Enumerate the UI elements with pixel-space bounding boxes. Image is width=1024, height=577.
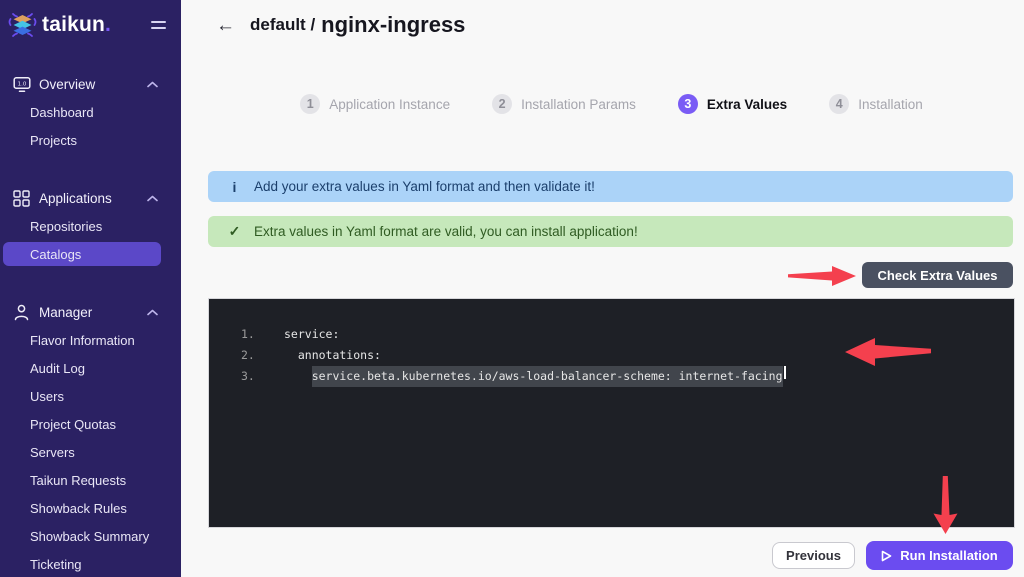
run-installation-button[interactable]: Run Installation — [866, 541, 1013, 570]
sidebar-item-label: Audit Log — [30, 360, 85, 376]
chevron-up-icon — [147, 195, 158, 202]
code-line: 1. service: — [209, 324, 1014, 345]
sidebar-item-projects[interactable]: Projects — [0, 126, 181, 154]
svg-text:1.0: 1.0 — [17, 81, 26, 87]
code-text: service.beta.kubernetes.io/aws-load-bala… — [311, 366, 783, 387]
sidebar-item-label: Flavor Information — [30, 332, 135, 348]
step-label: Installation — [858, 96, 923, 112]
step-label: Extra Values — [706, 96, 788, 112]
sidebar-item-label: Showback Summary — [30, 528, 150, 544]
check-extra-values-button[interactable]: Check Extra Values — [862, 262, 1013, 288]
sidebar-item-showback-rules[interactable]: Showback Rules — [0, 494, 181, 522]
logo-wordmark: taikun. — [42, 12, 112, 36]
breadcrumb: default / — [250, 15, 316, 34]
sidebar-item-project-quotas[interactable]: Project Quotas — [0, 410, 181, 438]
step-label: Installation Params — [521, 96, 636, 112]
wizard-step-1[interactable]: 1 Application Instance — [300, 94, 450, 114]
success-alert: ✓ Extra values in Yaml format are valid,… — [208, 216, 1013, 247]
sidebar-item-catalogs[interactable]: Catalogs — [0, 240, 181, 268]
sidebar-item-label: Taikun Requests — [30, 472, 127, 488]
sidebar-item-repositories[interactable]: Repositories — [0, 212, 181, 240]
back-arrow-icon[interactable]: ← — [216, 14, 235, 36]
line-number: 3. — [241, 369, 255, 383]
play-icon — [881, 550, 892, 562]
line-number: 1. — [241, 327, 255, 341]
wizard-step-2[interactable]: 2 Installation Params — [492, 94, 636, 114]
sidebar-item-servers[interactable]: Servers — [0, 438, 181, 466]
code-text: annotations: — [297, 348, 381, 362]
previous-button[interactable]: Previous — [772, 542, 855, 569]
step-label: Application Instance — [329, 96, 451, 112]
sidebar-item-label: Ticketing — [30, 556, 82, 572]
sidebar-item-dashboard[interactable]: Dashboard — [0, 98, 181, 126]
code-line: 3. service.beta.kubernetes.io/aws-load-ba… — [209, 366, 1014, 387]
success-alert-text: Extra values in Yaml format are valid, y… — [254, 224, 638, 239]
sidebar-section-header[interactable]: Applications — [0, 184, 181, 212]
info-alert: i Add your extra values in Yaml format a… — [208, 171, 1013, 202]
page-title: nginx-ingress — [321, 12, 466, 37]
sidebar-item-label: Repositories — [30, 218, 103, 234]
chevron-up-icon — [147, 81, 158, 88]
code-line: 2. annotations: — [209, 345, 1014, 366]
sidebar-item-ticketing[interactable]: Ticketing — [0, 550, 181, 577]
manager-icon — [12, 304, 31, 321]
step-number-badge: 3 — [677, 94, 698, 114]
sidebar-item-label: Showback Rules — [30, 500, 127, 516]
sidebar-item-audit-log[interactable]: Audit Log — [0, 354, 181, 382]
sidebar-section-header[interactable]: Manager — [0, 298, 181, 326]
sidebar-section-header[interactable]: 1.0 Overview — [0, 70, 181, 98]
wizard-step-4[interactable]: 4 Installation — [829, 94, 923, 114]
sidebar-item-users[interactable]: Users — [0, 382, 181, 410]
sidebar-item-label: Users — [30, 388, 64, 404]
code-text: service: — [284, 327, 340, 341]
sidebar-item-label: Catalogs — [30, 246, 82, 262]
wizard-step-3[interactable]: 3 Extra Values — [677, 94, 788, 114]
sidebar-section-label: Manager — [39, 304, 93, 320]
sidebar-item-showback-summary[interactable]: Showback Summary — [0, 522, 181, 550]
step-number-badge: 4 — [829, 94, 850, 114]
page-header: ← default / nginx-ingress — [216, 12, 465, 38]
sidebar-item-flavor-information[interactable]: Flavor Information — [0, 326, 181, 354]
applications-icon — [12, 189, 31, 207]
hamburger-icon[interactable] — [151, 17, 166, 33]
info-icon: i — [232, 178, 237, 195]
chevron-up-icon — [147, 309, 158, 316]
step-number-badge: 1 — [300, 94, 321, 114]
wizard-stepper: 1 Application Instance 2 Installation Param… — [208, 94, 1015, 114]
taikun-layers-icon — [8, 11, 37, 39]
yaml-editor[interactable]: 1. service: 2. annotations: 3. service.beta.k… — [208, 298, 1015, 528]
step-number-badge: 2 — [492, 94, 513, 114]
overview-icon: 1.0 — [12, 76, 31, 93]
text-cursor — [783, 366, 786, 379]
sidebar-item-label: Dashboard — [30, 104, 94, 120]
annotation-arrow-right-icon — [788, 265, 856, 292]
line-number: 2. — [241, 348, 255, 362]
check-icon: ✓ — [228, 223, 241, 239]
sidebar-item-taikun-requests[interactable]: Taikun Requests — [0, 466, 181, 494]
sidebar-item-label: Project Quotas — [30, 416, 116, 432]
info-alert-text: Add your extra values in Yaml format and… — [254, 179, 595, 194]
sidebar-item-label: Servers — [30, 444, 75, 460]
logo-row: taikun. — [0, 0, 181, 40]
sidebar-section-label: Applications — [39, 190, 112, 206]
sidebar-item-label: Projects — [30, 132, 77, 148]
sidebar-section-label: Overview — [39, 76, 96, 92]
